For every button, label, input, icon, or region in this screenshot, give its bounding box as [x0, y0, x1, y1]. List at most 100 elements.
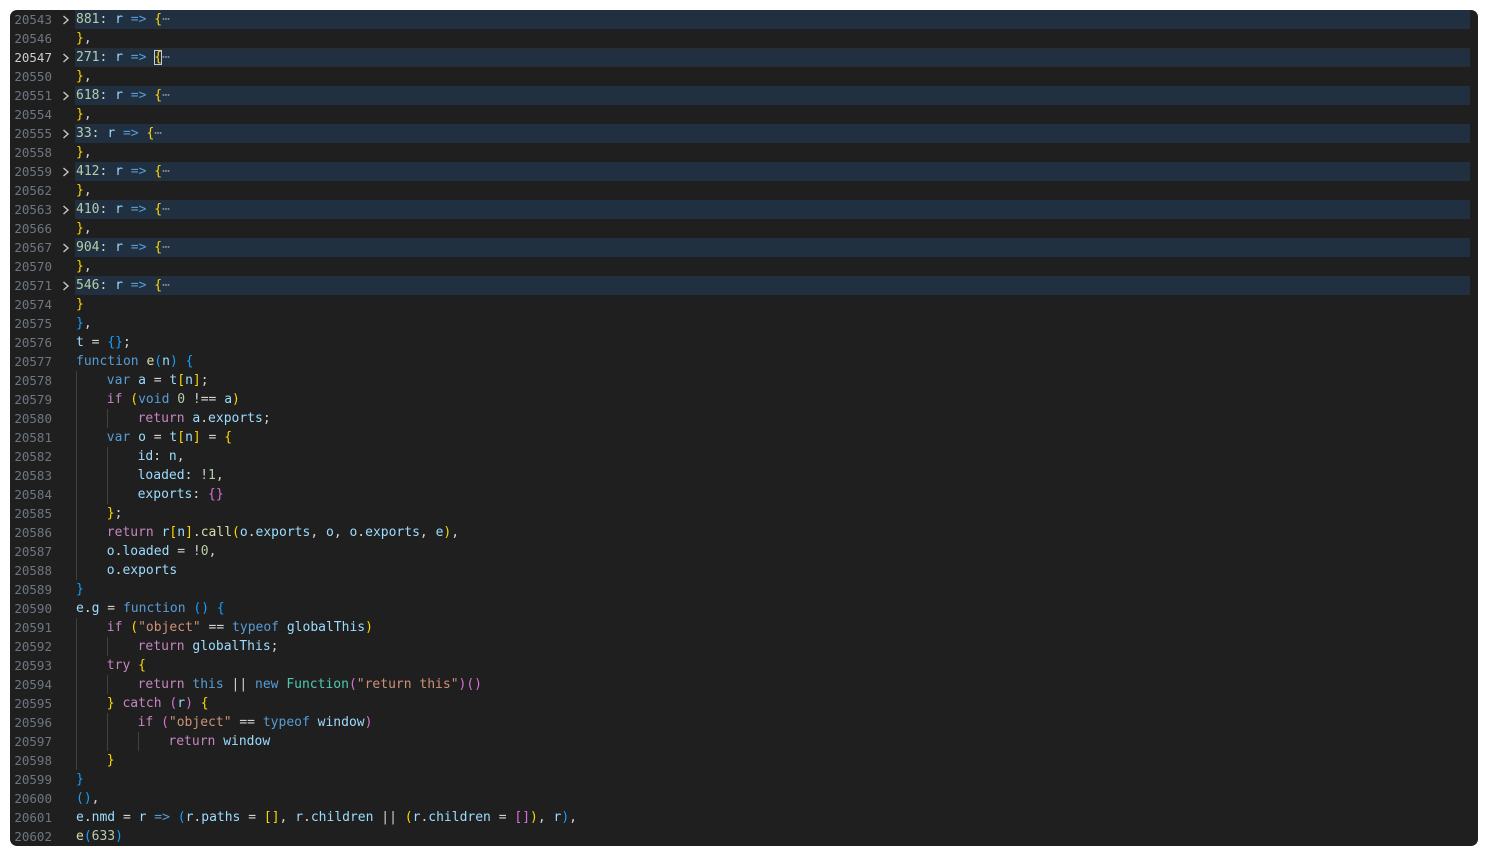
code-token: r [115, 240, 123, 255]
indent-guide [76, 409, 77, 428]
code-token [310, 715, 318, 730]
folded-ellipsis[interactable]: ⋯ [162, 88, 170, 103]
code-line[interactable]: 20589} [10, 580, 1478, 599]
code-token: } [76, 69, 84, 84]
code-token: var [106, 373, 131, 388]
folded-ellipsis[interactable]: ⋯ [162, 278, 170, 293]
folded-ellipsis[interactable]: ⋯ [154, 126, 163, 141]
code-token: } [76, 221, 84, 236]
code-text: exports: {} [138, 485, 224, 504]
line-number: 20554 [14, 107, 52, 122]
code-token: } [106, 753, 115, 768]
code-token: ] [185, 525, 193, 540]
code-line[interactable]: 20574} [10, 295, 1478, 314]
code-line[interactable]: 20562}, [10, 181, 1478, 200]
code-token: t [169, 430, 178, 445]
code-line[interactable]: 20570}, [10, 257, 1478, 276]
code-token: ) [185, 696, 193, 711]
code-token: exports [208, 411, 263, 426]
indent-guide [76, 675, 77, 694]
code-line[interactable]: 20585}; [10, 504, 1478, 523]
code-token: function [76, 354, 139, 369]
folded-ellipsis[interactable]: ⋯ [162, 12, 170, 27]
code-line[interactable]: 20600(), [10, 789, 1478, 808]
line-number: 20555 [14, 126, 52, 141]
code-token: r [177, 696, 186, 711]
code-token: loaded [137, 468, 185, 483]
code-text: return globalThis; [138, 637, 279, 656]
folded-ellipsis[interactable]: ⋯ [162, 50, 170, 65]
code-token: r [115, 12, 123, 27]
code-token: a [192, 411, 201, 426]
folded-ellipsis[interactable]: ⋯ [162, 240, 170, 255]
line-number: 20586 [14, 525, 52, 540]
code-token: e [76, 829, 84, 844]
code-token: => [130, 164, 147, 179]
code-token: } [76, 259, 84, 274]
code-line[interactable]: 20566}, [10, 219, 1478, 238]
code-line[interactable]: 20575}, [10, 314, 1478, 333]
code-token: { [154, 12, 163, 27]
code-token: { [154, 278, 163, 293]
code-token: . [303, 810, 311, 825]
code-token: {} [208, 487, 224, 502]
code-token: globalThis [286, 620, 366, 635]
code-token: { [154, 240, 163, 255]
code-token: } [76, 316, 84, 331]
code-line[interactable]: 20546}, [10, 29, 1478, 48]
code-token: () [76, 791, 92, 806]
code-line[interactable]: 20595} catch (r) { [10, 694, 1478, 713]
line-number: 20594 [14, 677, 52, 692]
code-token: 412 [76, 164, 100, 179]
code-line[interactable]: 20598} [10, 751, 1478, 770]
code-token: ( [348, 677, 357, 692]
folded-region-highlight [75, 238, 1470, 257]
code-token: => [130, 88, 147, 103]
code-token: = [145, 373, 170, 388]
code-token: t [169, 373, 178, 388]
code-token: {} [107, 335, 123, 350]
code-token: } [76, 297, 84, 312]
indent-guide [76, 561, 77, 580]
code-token: : [99, 164, 116, 179]
code-line[interactable]: 20550}, [10, 67, 1478, 86]
code-line[interactable]: 20554}, [10, 105, 1478, 124]
code-line[interactable]: 20558}, [10, 143, 1478, 162]
code-token: 633 [91, 829, 116, 844]
folded-ellipsis[interactable]: ⋯ [162, 164, 170, 179]
code-line[interactable]: 20599} [10, 770, 1478, 789]
folded-ellipsis[interactable]: ⋯ [162, 202, 170, 217]
code-token: => [130, 278, 147, 293]
line-number: 20585 [14, 506, 52, 521]
